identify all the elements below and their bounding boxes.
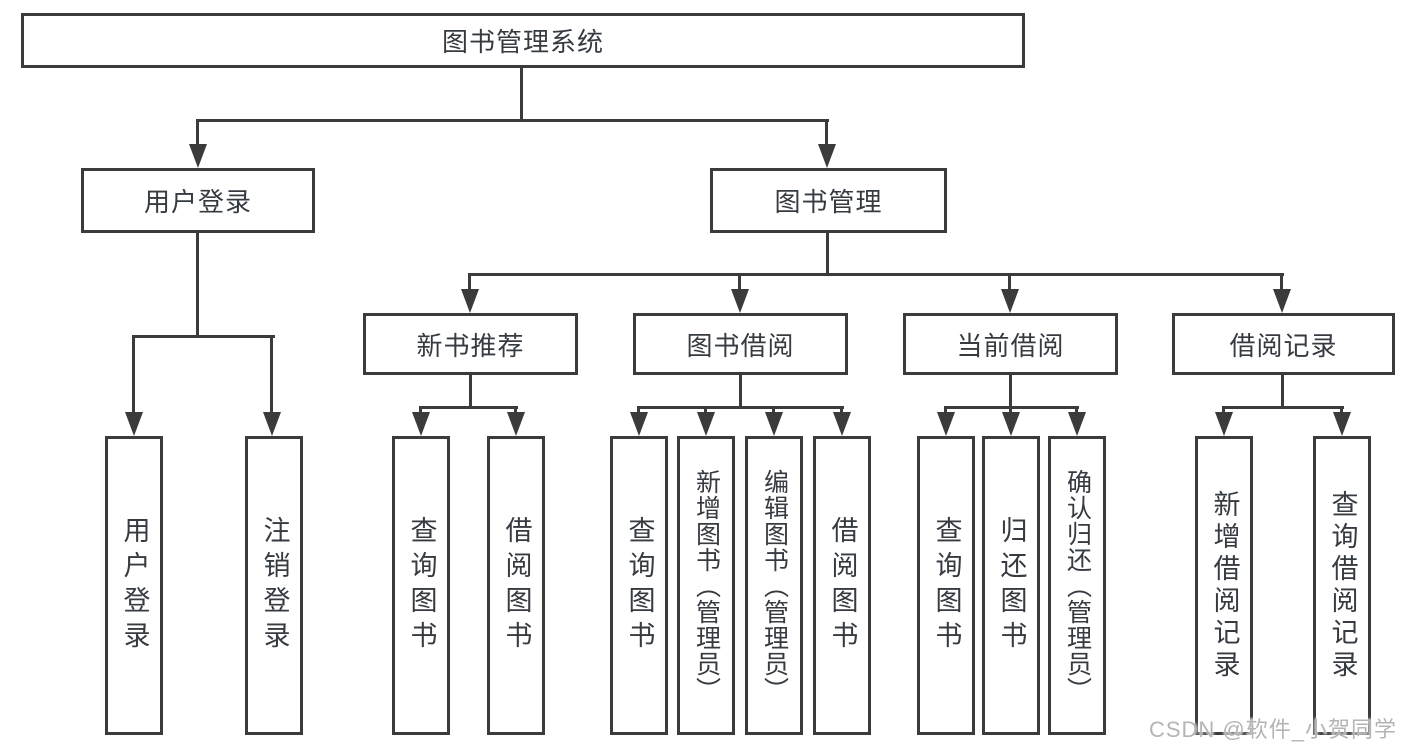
node-root: 图书管理系统	[21, 13, 1025, 68]
connector-book-management-vline	[826, 231, 829, 276]
leaf-add-books-admin: 新增图书（管理员）	[677, 436, 735, 735]
connector-new-book-recommend-vline	[469, 373, 472, 409]
leaf-confirm-return-admin: 确认归还（管理员）	[1048, 436, 1106, 735]
connector-user-login-hline	[132, 335, 275, 338]
arrow-to-borrow-books-recommend	[507, 406, 525, 436]
arrow-to-leaf-logout	[263, 335, 281, 436]
arrow-to-confirm-return-admin	[1068, 406, 1086, 436]
connector-borrowing-records-hline	[1222, 406, 1344, 409]
connector-root-vline	[520, 66, 523, 122]
leaf-return-books: 归还图书	[982, 436, 1040, 735]
node-borrowing-records-label: 借阅记录	[1229, 330, 1338, 361]
leaf-query-books-current: 查询图书	[917, 436, 975, 735]
connector-book-borrowing-vline	[739, 373, 742, 409]
arrow-to-query-borrow-record	[1333, 406, 1351, 436]
leaf-user-login: 用户登录	[105, 436, 163, 735]
node-book-borrowing-label: 图书借阅	[686, 330, 795, 361]
leaf-borrow-books-borrowing: 借阅图书	[813, 436, 871, 735]
arrow-to-leaf-user-login	[125, 335, 143, 436]
node-book-management: 图书管理	[710, 168, 947, 233]
leaf-logout-label: 注销登录	[259, 515, 290, 656]
leaf-edit-books-admin: 编辑图书（管理员）	[745, 436, 803, 735]
leaf-return-books-label: 归还图书	[996, 515, 1027, 656]
node-book-borrowing: 图书借阅	[633, 313, 848, 375]
arrow-to-add-borrow-record	[1215, 406, 1233, 436]
arrow-to-query-books-current	[937, 406, 955, 436]
connector-new-book-recommend-hline	[419, 406, 518, 409]
leaf-confirm-return-admin-label: 确认归还（管理员）	[1063, 468, 1092, 703]
node-new-book-recommend-label: 新书推荐	[416, 330, 525, 361]
leaf-borrow-books-recommend: 借阅图书	[487, 436, 545, 735]
leaf-borrow-books-borrowing-label: 借阅图书	[827, 515, 858, 656]
arrow-to-edit-books-admin	[765, 406, 783, 436]
leaf-logout: 注销登录	[245, 436, 303, 735]
leaf-query-books-current-label: 查询图书	[931, 515, 962, 656]
connector-root-hline	[196, 119, 829, 122]
arrow-to-return-books	[1002, 406, 1020, 436]
connector-book-management-hline	[468, 273, 1284, 276]
arrow-to-user-login	[189, 119, 207, 168]
leaf-edit-books-admin-label: 编辑图书（管理员）	[760, 468, 789, 703]
arrow-to-borrowing-records	[1273, 273, 1291, 313]
leaf-query-books-recommend-label: 查询图书	[406, 515, 437, 656]
connector-user-login-vline	[196, 231, 199, 338]
node-new-book-recommend: 新书推荐	[363, 313, 578, 375]
node-user-login: 用户登录	[81, 168, 315, 233]
arrow-to-new-book-recommend	[461, 273, 479, 313]
arrow-to-add-books-admin	[697, 406, 715, 436]
leaf-add-borrow-record-label: 新增借阅记录	[1209, 489, 1240, 682]
leaf-query-borrow-record-label: 查询借阅记录	[1327, 489, 1358, 682]
connector-borrowing-records-vline	[1281, 373, 1284, 409]
leaf-query-books-borrowing-label: 查询图书	[624, 515, 655, 656]
arrow-to-book-management	[818, 119, 836, 168]
arrow-to-borrow-books-borrowing	[833, 406, 851, 436]
node-root-label: 图书管理系统	[441, 27, 604, 57]
node-user-login-label: 用户登录	[143, 187, 252, 217]
node-borrowing-records: 借阅记录	[1172, 313, 1395, 375]
leaf-query-books-borrowing: 查询图书	[610, 436, 668, 735]
leaf-add-borrow-record: 新增借阅记录	[1195, 436, 1253, 735]
node-current-borrowing: 当前借阅	[903, 313, 1118, 375]
connector-book-borrowing-hline	[637, 406, 844, 409]
node-book-management-label: 图书管理	[774, 187, 883, 217]
leaf-borrow-books-recommend-label: 借阅图书	[501, 515, 532, 656]
node-current-borrowing-label: 当前借阅	[956, 330, 1065, 361]
csdn-watermark: CSDN @软件_小贺同学	[1148, 717, 1397, 742]
leaf-query-books-recommend: 查询图书	[392, 436, 450, 735]
leaf-add-books-admin-label: 新增图书（管理员）	[692, 468, 721, 703]
arrow-to-query-books-recommend	[412, 406, 430, 436]
arrow-to-book-borrowing	[731, 273, 749, 313]
connector-current-borrowing-vline	[1009, 373, 1012, 409]
leaf-user-login-label: 用户登录	[119, 515, 150, 656]
arrow-to-current-borrowing	[1001, 273, 1019, 313]
arrow-to-query-books-borrowing	[630, 406, 648, 436]
leaf-query-borrow-record: 查询借阅记录	[1313, 436, 1371, 735]
